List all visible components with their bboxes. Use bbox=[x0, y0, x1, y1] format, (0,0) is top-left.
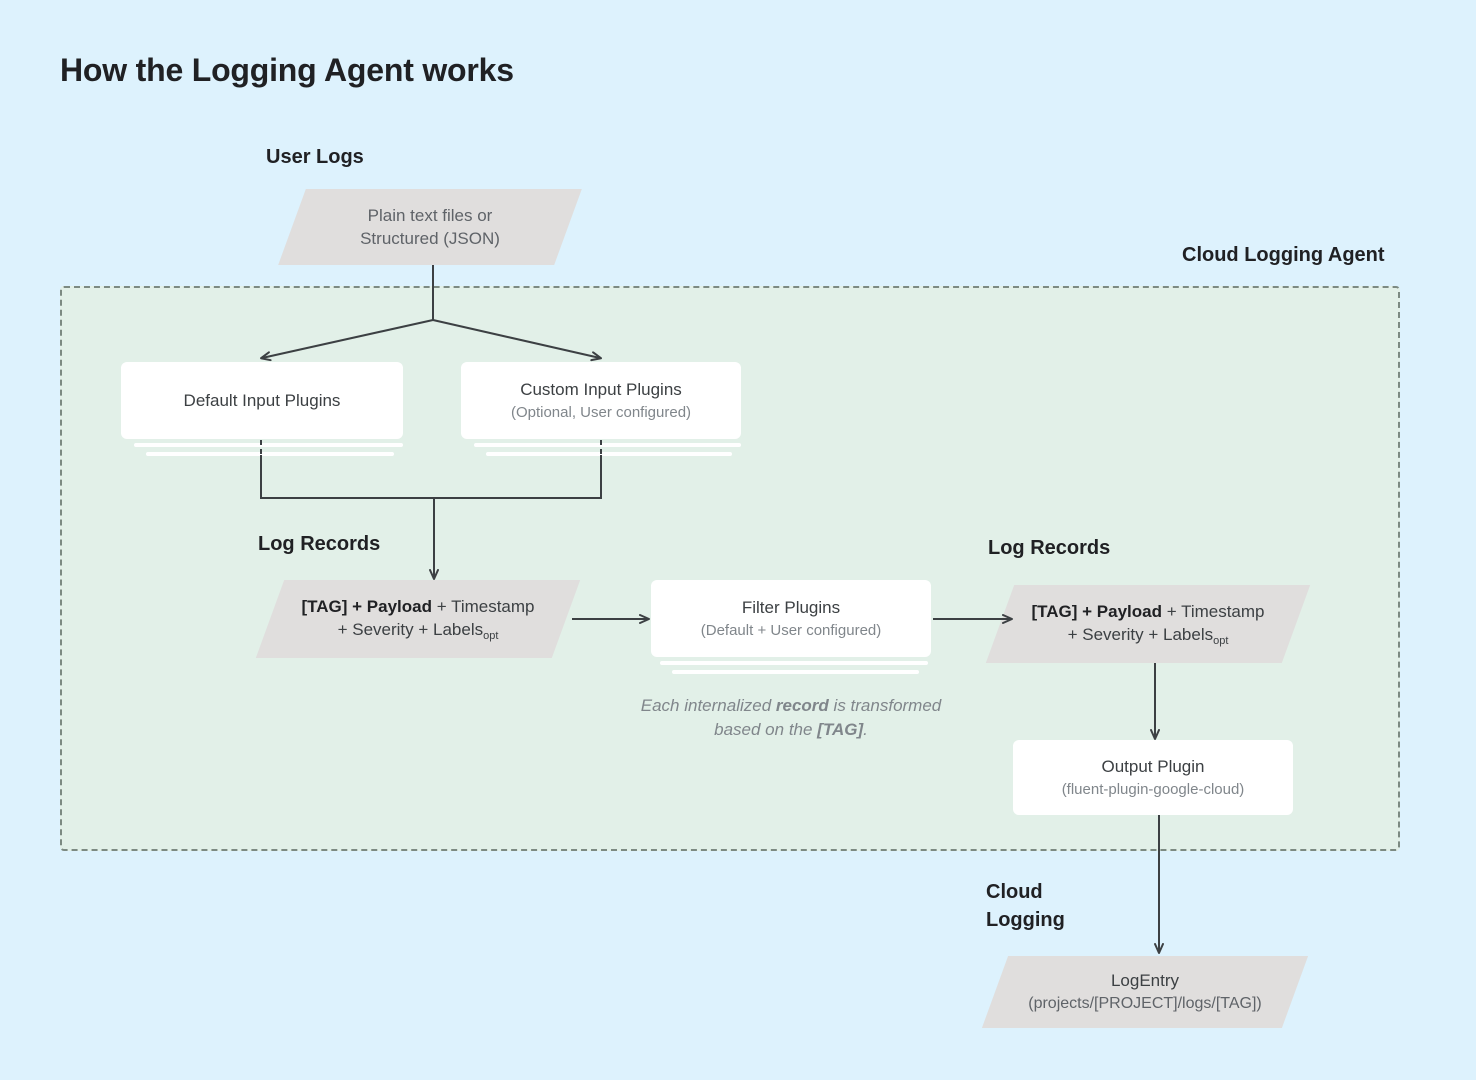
log-record-left-line2: + Severity + Labelsopt bbox=[338, 618, 499, 644]
label-cloud-logging: Cloud Logging bbox=[986, 881, 1065, 931]
node-output-plugin[interactable]: Output Plugin (fluent-plugin-google-clou… bbox=[1013, 740, 1293, 815]
note-line2-pre: transformed based on the bbox=[714, 696, 942, 739]
custom-input-plugins-title: Custom Input Plugins bbox=[520, 380, 682, 399]
filter-transform-note: Each internalized record is transformed … bbox=[640, 694, 942, 742]
default-input-plugins-stack-line-1 bbox=[134, 443, 403, 447]
log-record-right-line2: + Severity + Labelsopt bbox=[1068, 623, 1229, 649]
note-line1-bold: record bbox=[775, 696, 829, 715]
node-log-entry: LogEntry (projects/[PROJECT]/logs/[TAG]) bbox=[981, 956, 1309, 1028]
note-line2-post: . bbox=[863, 720, 868, 739]
log-record-left-line2-sub: opt bbox=[483, 629, 499, 642]
note-line2-bold: [TAG] bbox=[817, 720, 864, 739]
custom-input-plugins-subtitle: (Optional, User configured) bbox=[510, 404, 692, 421]
node-filter-plugins[interactable]: Filter Plugins (Default + User configure… bbox=[651, 580, 931, 657]
default-input-plugins-stack-line-2 bbox=[146, 452, 394, 456]
node-default-input-plugins[interactable]: Default Input Plugins bbox=[121, 362, 403, 439]
note-line1: Each internalized record is bbox=[641, 696, 846, 715]
output-plugin-title: Output Plugin bbox=[1101, 757, 1205, 776]
label-log-records-left: Log Records bbox=[258, 533, 381, 555]
custom-input-plugins-stack-line-1 bbox=[474, 443, 741, 447]
note-line2: transformed based on the [TAG]. bbox=[714, 696, 941, 739]
node-log-record-right: [TAG] + Payload + Timestamp + Severity +… bbox=[985, 585, 1311, 663]
label-cloud-logging-agent: Cloud Logging Agent bbox=[1182, 244, 1385, 266]
page-title: How the Logging Agent works bbox=[60, 52, 514, 88]
log-record-left-line1: [TAG] + Payload + Timestamp bbox=[301, 595, 534, 618]
user-logs-source-line1: Plain text files or bbox=[367, 206, 493, 225]
log-record-right-rest: + Timestamp bbox=[1162, 601, 1265, 621]
log-record-right-line1: [TAG] + Payload + Timestamp bbox=[1031, 600, 1264, 623]
note-line1-pre: Each internalized bbox=[640, 696, 776, 715]
node-user-logs-source: Plain text files or Structured (JSON) bbox=[278, 189, 582, 265]
log-record-right-bold: [TAG] + Payload bbox=[1031, 601, 1162, 621]
log-record-left-line2-pre: + Severity + Labels bbox=[337, 619, 484, 639]
node-log-record-left: [TAG] + Payload + Timestamp + Severity +… bbox=[255, 580, 581, 658]
filter-plugins-stack-line-2 bbox=[672, 670, 919, 674]
user-logs-source-line2: Structured (JSON) bbox=[360, 229, 500, 248]
filter-plugins-stack-line-1 bbox=[660, 661, 928, 665]
log-record-right-line2-pre: + Severity + Labels bbox=[1067, 624, 1214, 644]
label-log-records-right: Log Records bbox=[988, 537, 1111, 559]
node-custom-input-plugins[interactable]: Custom Input Plugins (Optional, User con… bbox=[461, 362, 741, 439]
log-entry-subtitle: (projects/[PROJECT]/logs/[TAG]) bbox=[1028, 995, 1262, 1012]
filter-plugins-subtitle: (Default + User configured) bbox=[700, 622, 882, 639]
log-record-left-bold: [TAG] + Payload bbox=[301, 596, 432, 616]
log-record-left-rest: + Timestamp bbox=[432, 596, 535, 616]
output-plugin-subtitle: (fluent-plugin-google-cloud) bbox=[1061, 781, 1245, 798]
log-record-right-line2-sub: opt bbox=[1213, 634, 1229, 647]
custom-input-plugins-stack-line-2 bbox=[486, 452, 732, 456]
filter-plugins-title: Filter Plugins bbox=[741, 598, 841, 617]
note-line1-post: is bbox=[828, 696, 846, 715]
label-user-logs: User Logs bbox=[266, 146, 364, 168]
default-input-plugins-title: Default Input Plugins bbox=[183, 390, 341, 410]
log-entry-title: LogEntry bbox=[1110, 971, 1180, 990]
